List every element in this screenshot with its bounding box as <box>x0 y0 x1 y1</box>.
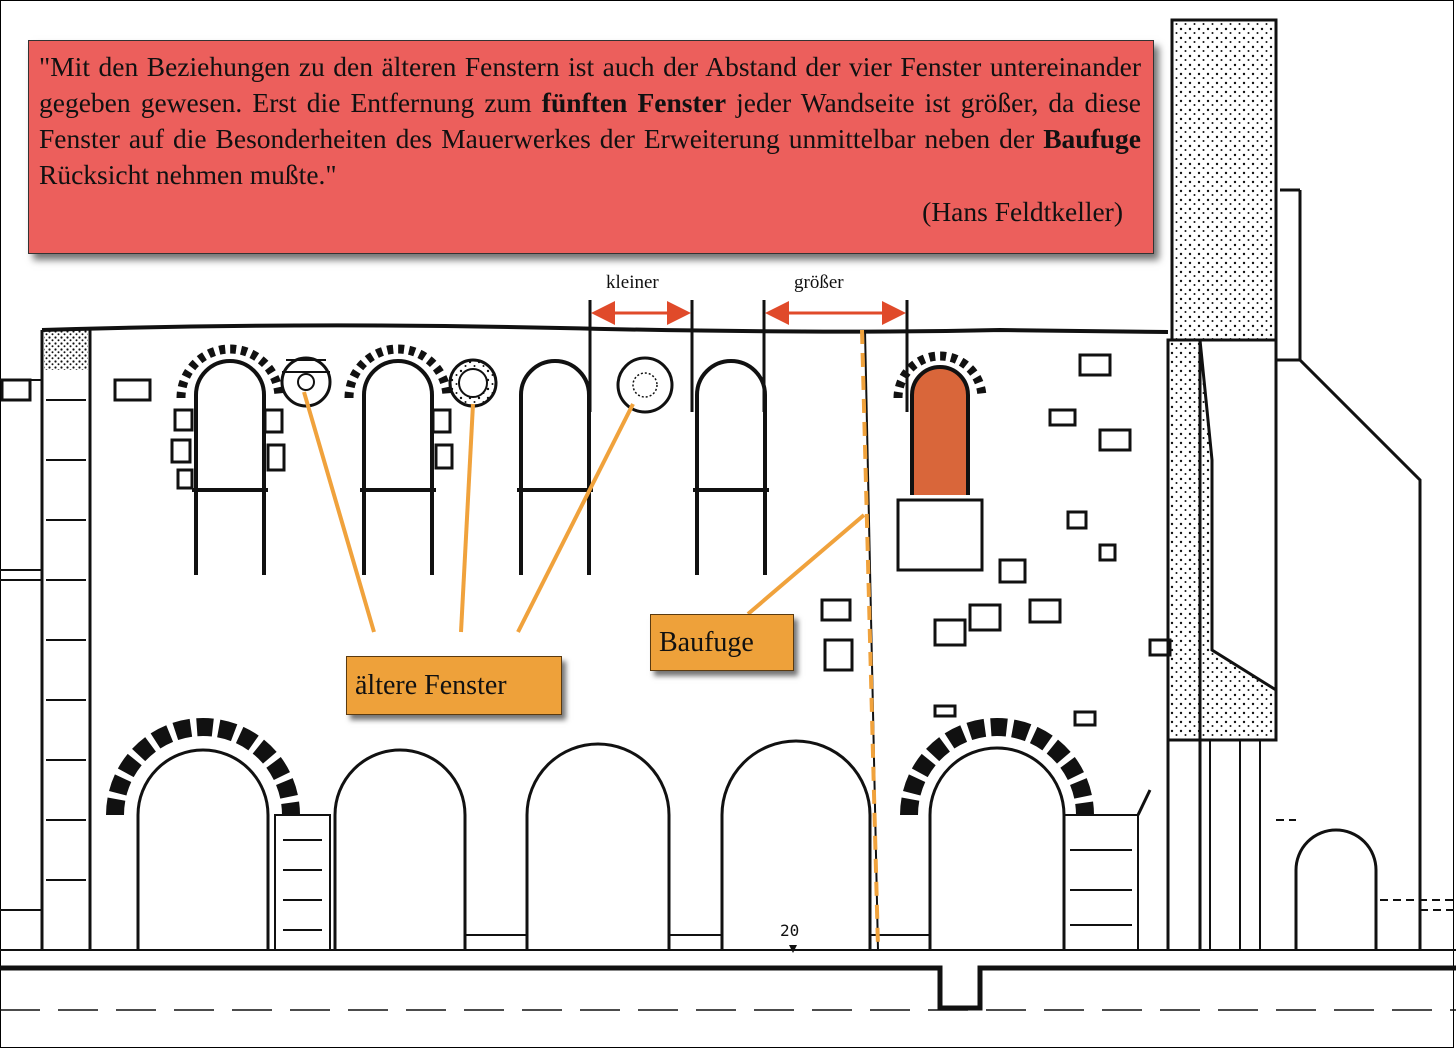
masonry-stones <box>0 353 1172 727</box>
older-windows-label: ältere Fenster <box>346 656 562 715</box>
building-joint-label-text: Baufuge <box>659 626 754 658</box>
ground <box>0 949 1456 1011</box>
quote-author: (Hans Feldtkeller) <box>922 196 1123 227</box>
upper-windows <box>176 344 987 575</box>
older-windows-label-text: ältere Fenster <box>355 669 507 701</box>
ground-arcade <box>106 718 1152 951</box>
quote-text: "Mit den Beziehungen zu den älteren Fens… <box>39 49 1141 193</box>
drawing-mark: 20 <box>780 921 799 953</box>
quote-part-3: Rücksicht nehmen mußte." <box>39 159 337 190</box>
tower <box>1166 18 1456 950</box>
dimension-markers <box>588 300 909 412</box>
quote-bold-joint: Baufuge <box>1043 123 1141 154</box>
drawing-mark-text: 20 <box>780 921 799 940</box>
quote-part-2: jeder Wandseite ist größer, da diese Fen… <box>39 87 1141 154</box>
leader-lines <box>302 391 866 633</box>
dimension-label-smaller: kleiner <box>606 272 659 293</box>
building-joint-line <box>860 329 880 949</box>
older-round-windows <box>280 356 674 414</box>
quote-part-1: "Mit den Beziehungen zu den älteren Fens… <box>39 51 1141 118</box>
dimension-label-larger: größer <box>794 272 844 293</box>
quote-bold-fifth-window: fünften Fenster <box>541 87 727 118</box>
building-joint-label: Baufuge <box>650 614 794 671</box>
quote-box: "Mit den Beziehungen zu den älteren Fens… <box>28 40 1154 254</box>
